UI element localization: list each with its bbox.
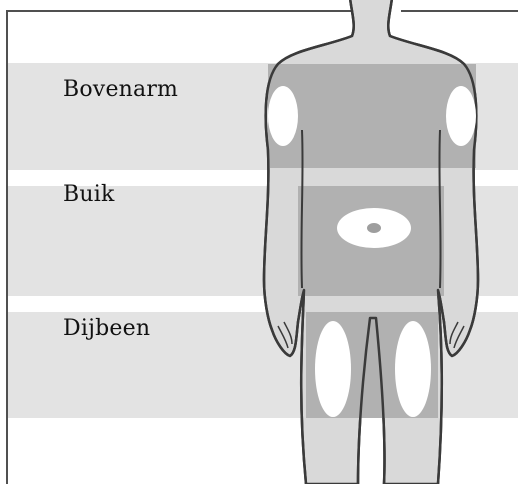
- injection-sites-figure: Bovenarm Buik Dijbeen: [6, 0, 518, 484]
- left-arm-inner-line: [301, 130, 302, 288]
- right-upper-arm-site: [446, 86, 476, 146]
- right-thigh-site: [395, 321, 431, 417]
- left-thigh-site: [315, 321, 351, 417]
- abdomen-label: Buik: [63, 182, 115, 207]
- human-body-illustration: [6, 0, 518, 484]
- right-arm-inner-line: [439, 130, 440, 288]
- upper-arm-zone: [268, 64, 476, 168]
- left-upper-arm-site: [268, 86, 298, 146]
- upper-arm-label: Bovenarm: [63, 77, 178, 102]
- thigh-label: Dijbeen: [63, 316, 150, 341]
- navel-mark: [367, 223, 381, 233]
